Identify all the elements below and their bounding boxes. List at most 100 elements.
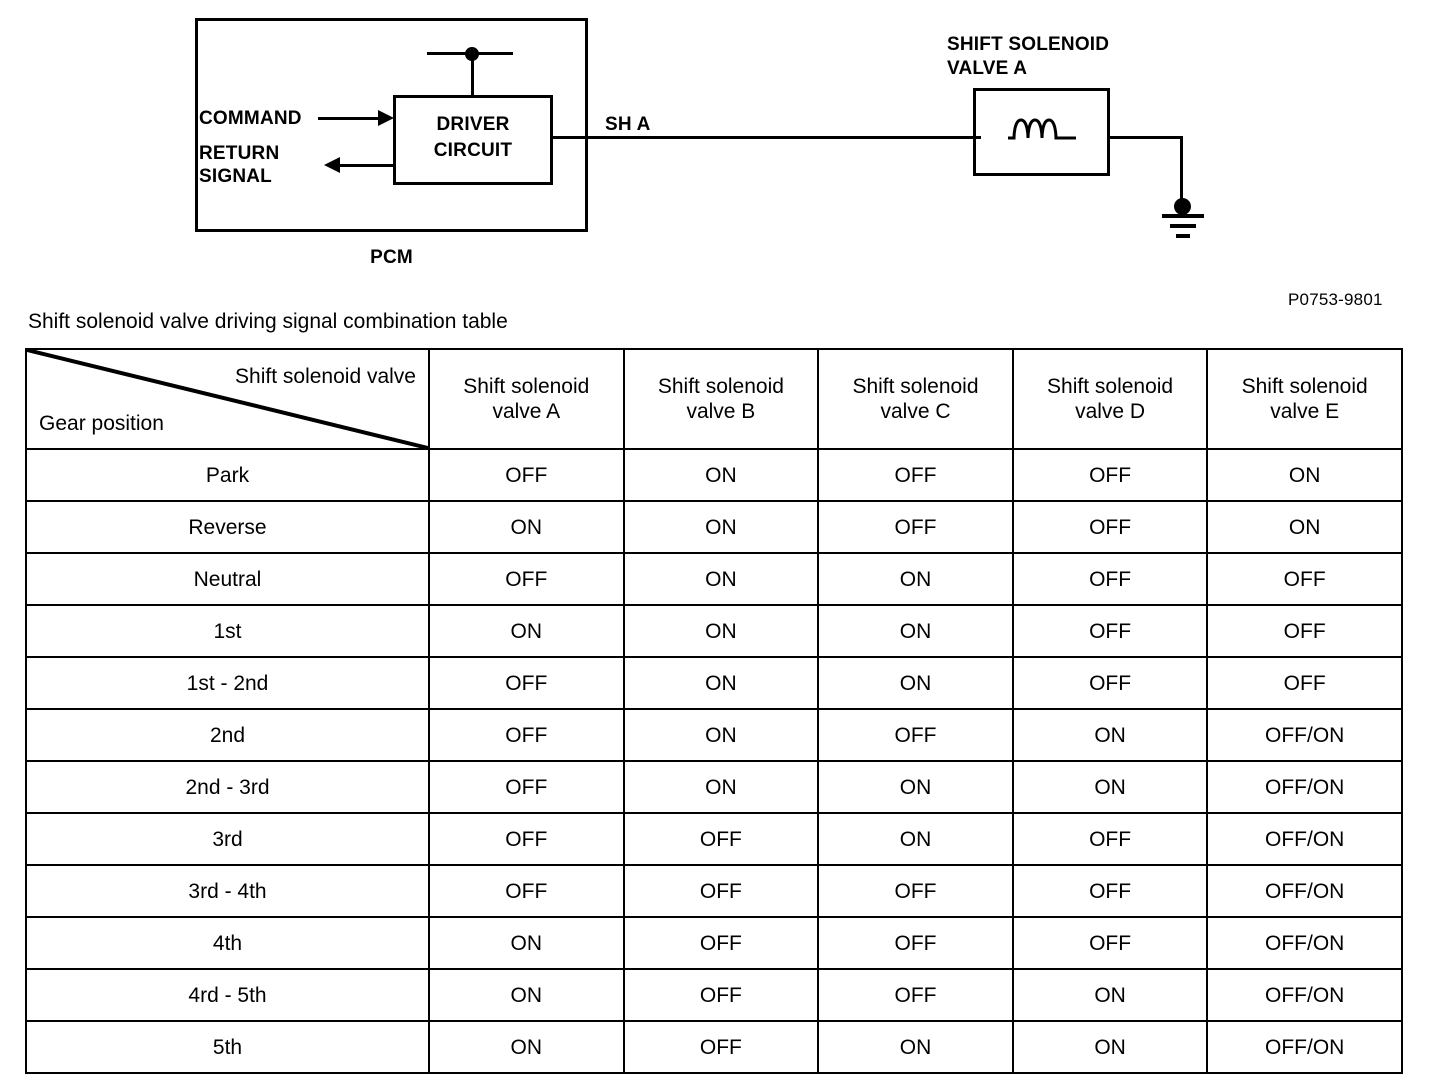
junction-dot-icon bbox=[465, 47, 479, 61]
valve-state-cell-a: OFF bbox=[428, 448, 625, 502]
column-header-valve-d: Shift solenoid valve D bbox=[1011, 348, 1209, 450]
column-header-valve-c: Shift solenoid valve C bbox=[817, 348, 1014, 450]
gear-position-cell: 5th bbox=[25, 1020, 430, 1074]
ground-bar-3-icon bbox=[1176, 234, 1190, 238]
ground-drop-wire bbox=[1180, 136, 1183, 202]
valve-state-cell-b: OFF bbox=[622, 968, 820, 1022]
valve-state-cell-c: ON bbox=[817, 1020, 1014, 1074]
column-header-valve-a: Shift solenoid valve A bbox=[428, 348, 625, 450]
valve-state-cell-e: OFF/ON bbox=[1206, 760, 1403, 814]
valve-state-cell-e: ON bbox=[1206, 448, 1403, 502]
valve-state-cell-a: OFF bbox=[428, 552, 625, 606]
valve-state-cell-b: ON bbox=[622, 552, 820, 606]
valve-state-cell-c: ON bbox=[817, 760, 1014, 814]
valve-state-cell-a: OFF bbox=[428, 708, 625, 762]
valve-state-cell-d: OFF bbox=[1011, 864, 1209, 918]
valve-state-cell-d: OFF bbox=[1011, 812, 1209, 866]
figure-reference-code: P0753-9801 bbox=[1288, 290, 1383, 309]
valve-state-cell-b: OFF bbox=[622, 916, 820, 970]
valve-state-cell-d: OFF bbox=[1011, 656, 1209, 710]
command-wire bbox=[318, 117, 388, 120]
valve-state-cell-e: ON bbox=[1206, 500, 1403, 554]
gear-position-cell: 3rd - 4th bbox=[25, 864, 430, 918]
valve-state-cell-b: ON bbox=[622, 760, 820, 814]
sh-a-ground-lead-wire bbox=[1108, 136, 1183, 139]
valve-state-cell-d: ON bbox=[1011, 968, 1209, 1022]
valve-state-cell-c: OFF bbox=[817, 916, 1014, 970]
valve-state-cell-d: OFF bbox=[1011, 604, 1209, 658]
shift-solenoid-valve-a-box bbox=[973, 88, 1110, 176]
valve-state-cell-d: OFF bbox=[1011, 916, 1209, 970]
driver-circuit-label: DRIVER CIRCUIT bbox=[433, 114, 513, 161]
valve-state-cell-e: OFF bbox=[1206, 604, 1403, 658]
valve-state-cell-a: ON bbox=[428, 604, 625, 658]
table-header-row: Shift solenoid valve Gear position Shift… bbox=[25, 348, 1403, 450]
table-caption: Shift solenoid valve driving signal comb… bbox=[28, 310, 508, 333]
valve-state-cell-c: OFF bbox=[817, 968, 1014, 1022]
column-header-valve-b: Shift solenoid valve B bbox=[622, 348, 820, 450]
valve-state-cell-e: OFF bbox=[1206, 552, 1403, 606]
pcm-enclosure-box bbox=[195, 18, 588, 232]
gear-position-cell: 1st - 2nd bbox=[25, 656, 430, 710]
valve-state-cell-c: OFF bbox=[817, 500, 1014, 554]
valve-state-cell-b: ON bbox=[622, 500, 820, 554]
return-signal-arrow-icon bbox=[324, 157, 340, 173]
valve-state-cell-b: OFF bbox=[622, 864, 820, 918]
valve-state-cell-e: OFF bbox=[1206, 656, 1403, 710]
valve-state-cell-b: ON bbox=[622, 708, 820, 762]
valve-state-cell-d: ON bbox=[1011, 708, 1209, 762]
valve-state-cell-c: ON bbox=[817, 604, 1014, 658]
corner-bottom-label: Gear position bbox=[39, 412, 164, 435]
sh-a-harness-wire bbox=[551, 136, 981, 139]
supply-drop-wire bbox=[471, 52, 474, 97]
gear-position-cell: Neutral bbox=[25, 552, 430, 606]
command-label: COMMAND bbox=[199, 108, 302, 129]
valve-state-cell-b: OFF bbox=[622, 812, 820, 866]
ground-dot-icon bbox=[1174, 198, 1191, 215]
valve-state-cell-c: OFF bbox=[817, 708, 1014, 762]
gear-position-cell: 1st bbox=[25, 604, 430, 658]
return-signal-label: RETURN SIGNAL bbox=[199, 143, 280, 187]
valve-state-cell-e: OFF/ON bbox=[1206, 812, 1403, 866]
valve-state-cell-d: ON bbox=[1011, 1020, 1209, 1074]
solenoid-coil-icon bbox=[1008, 118, 1076, 140]
valve-state-cell-d: OFF bbox=[1011, 552, 1209, 606]
gear-position-cell: 4th bbox=[25, 916, 430, 970]
sh-a-label: SH A bbox=[605, 114, 651, 135]
gear-position-cell: 4rd - 5th bbox=[25, 968, 430, 1022]
gear-position-cell: 2nd bbox=[25, 708, 430, 762]
valve-state-cell-a: ON bbox=[428, 916, 625, 970]
ground-bar-2-icon bbox=[1170, 224, 1196, 228]
shift-solenoid-signal-table: Shift solenoid valve Gear position Shift… bbox=[25, 348, 1403, 1074]
valve-state-cell-e: OFF/ON bbox=[1206, 916, 1403, 970]
valve-state-cell-b: ON bbox=[622, 604, 820, 658]
valve-state-cell-d: ON bbox=[1011, 760, 1209, 814]
valve-state-cell-e: OFF/ON bbox=[1206, 1020, 1403, 1074]
valve-state-cell-a: OFF bbox=[428, 760, 625, 814]
valve-state-cell-c: ON bbox=[817, 812, 1014, 866]
shift-solenoid-valve-a-label: SHIFT SOLENOID VALVE A bbox=[947, 34, 1110, 79]
pcm-label: PCM bbox=[370, 247, 413, 268]
valve-state-cell-e: OFF/ON bbox=[1206, 968, 1403, 1022]
table-header: Shift solenoid valve Gear position Shift… bbox=[25, 348, 1403, 450]
valve-state-cell-d: OFF bbox=[1011, 448, 1209, 502]
valve-state-cell-a: ON bbox=[428, 1020, 625, 1074]
gear-position-cell: 3rd bbox=[25, 812, 430, 866]
command-arrow-icon bbox=[378, 110, 394, 126]
column-header-valve-e: Shift solenoid valve E bbox=[1206, 348, 1403, 450]
gear-position-cell: Reverse bbox=[25, 500, 430, 554]
valve-state-cell-a: OFF bbox=[428, 812, 625, 866]
valve-state-cell-e: OFF/ON bbox=[1206, 864, 1403, 918]
